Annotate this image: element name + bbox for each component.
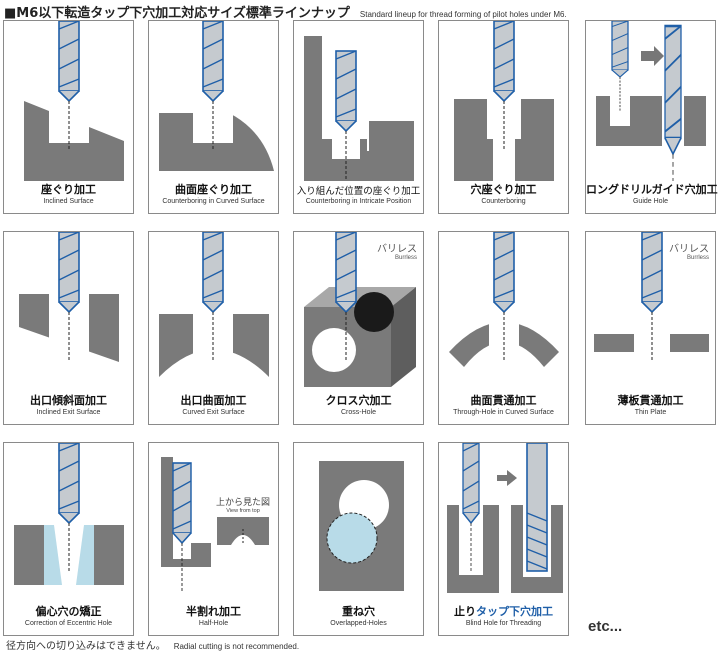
- card-inclined-surface: 座ぐり加工 Inclined Surface: [3, 20, 134, 214]
- card-title: 入り組んだ位置の座ぐり加工: [296, 186, 421, 197]
- footnote: 径方向への切り込みはできません。Radial cutting is not re…: [6, 641, 300, 652]
- overlapped-holes-illustration: [319, 461, 404, 591]
- card-title: 薄板貫通加工: [617, 394, 684, 407]
- card-title: 曲面座ぐり加工: [175, 183, 252, 196]
- card-title: クロス穴加工: [325, 394, 392, 407]
- card-intricate-counterbore: 入り組んだ位置の座ぐり加工 Counterboring in Intricate…: [293, 20, 424, 214]
- card-blind-hole-threading: 止りタップ下穴加工 Blind Hole for Threading: [438, 442, 569, 636]
- inclined-surface-illustration: [24, 21, 124, 181]
- etc-label: etc...: [588, 618, 623, 635]
- card-guide-hole: ロングドリルガイド穴加工 Guide Hole: [585, 20, 718, 214]
- half-hole-illustration: [161, 457, 269, 594]
- card-subtitle: Thin Plate: [634, 409, 667, 416]
- card-title: 穴座ぐり加工: [470, 183, 537, 196]
- thin-plate-illustration: [594, 232, 709, 363]
- card-eccentric-correction: 偏心穴の矯正 Correction of Eccentric Hole: [3, 442, 134, 636]
- curved-counterbore-illustration: [159, 21, 274, 171]
- intricate-counterbore-illustration: [304, 36, 414, 181]
- arrow-right-icon: [497, 470, 517, 486]
- cross-hole-illustration: [304, 232, 416, 387]
- card-subtitle: Counterboring in Curved Surface: [162, 198, 265, 205]
- card-title: 半割れ加工: [186, 605, 241, 618]
- card-subtitle: Inclined Surface: [43, 198, 94, 205]
- card-subtitle: Half-Hole: [198, 620, 229, 627]
- guide-hole-illustration: [596, 21, 706, 181]
- page-subtitle: Standard lineup for thread forming of pi…: [359, 10, 567, 19]
- card-subtitle: Through-Hole in Curved Surface: [453, 409, 554, 416]
- page-title: ■M6以下転造タップ下穴加工対応サイズ標準ラインナップ: [4, 6, 350, 21]
- inclined-exit-illustration: [19, 232, 119, 364]
- card-subtitle: Curved Exit Surface: [182, 409, 245, 416]
- card-subtitle: Counterboring: [481, 198, 526, 205]
- card-subtitle: Blind Hole for Threading: [465, 620, 542, 627]
- page-header: ■M6以下転造タップ下穴加工対応サイズ標準ラインナップ Standard lin…: [4, 2, 567, 21]
- card-title: 出口傾斜面加工: [30, 394, 107, 407]
- burrless-label: バリレス Burrless: [669, 244, 709, 261]
- card-title: 止りタップ下穴加工: [454, 605, 553, 618]
- card-subtitle: Inclined Exit Surface: [36, 409, 101, 416]
- arrow-right-icon: [641, 46, 664, 66]
- card-curved-counterbore: 曲面座ぐり加工 Counterboring in Curved Surface: [148, 20, 279, 214]
- card-inclined-exit: 出口傾斜面加工 Inclined Exit Surface: [3, 231, 134, 425]
- card-half-hole: 上から見た図 View from top 半割れ加工 Half-Hole: [148, 442, 279, 636]
- through-hole-curved-illustration: [449, 232, 559, 372]
- eccentric-correction-illustration: [14, 443, 124, 585]
- card-subtitle: Counterboring in Intricate Position: [305, 198, 412, 205]
- view-from-top-label: 上から見た図 View from top: [215, 498, 270, 514]
- card-cross-hole: バリレス Burrless クロス穴加工 Cross-Hole: [293, 231, 424, 425]
- blind-hole-threading-illustration: [447, 443, 563, 593]
- burrless-label: バリレス Burrless: [377, 244, 417, 261]
- card-title: 出口曲面加工: [180, 394, 247, 407]
- card-curved-exit: 出口曲面加工 Curved Exit Surface: [148, 231, 279, 425]
- card-title: 曲面貫通加工: [470, 394, 537, 407]
- card-subtitle: Correction of Eccentric Hole: [24, 620, 113, 627]
- card-overlapped-holes: 重ね穴 Overlapped-Holes: [293, 442, 424, 636]
- card-subtitle: Overlapped-Holes: [330, 620, 387, 627]
- card-thin-plate: バリレス Burrless 薄板貫通加工 Thin Plate: [585, 231, 716, 425]
- card-counterboring: 穴座ぐり加工 Counterboring: [438, 20, 569, 214]
- card-title: 偏心穴の矯正: [35, 605, 102, 618]
- card-subtitle: Cross-Hole: [340, 409, 376, 416]
- counterboring-illustration: [454, 21, 554, 181]
- card-title: 座ぐり加工: [41, 183, 96, 196]
- card-through-hole-curved: 曲面貫通加工 Through-Hole in Curved Surface: [438, 231, 569, 425]
- curved-exit-illustration: [159, 232, 269, 377]
- card-subtitle: Guide Hole: [632, 198, 669, 205]
- card-title: 重ね穴: [342, 605, 375, 618]
- card-title: ロングドリルガイド穴加工: [586, 183, 718, 196]
